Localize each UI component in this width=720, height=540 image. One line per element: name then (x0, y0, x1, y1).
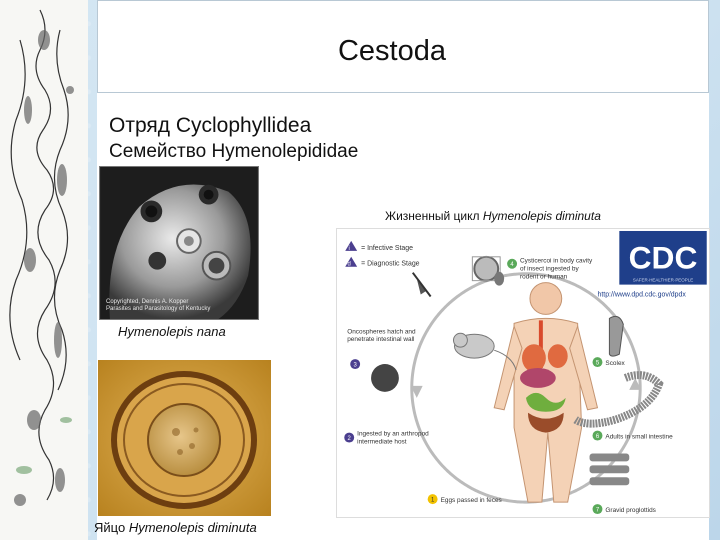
order-heading: Отряд Cyclophyllidea (109, 114, 312, 137)
egg-photo (98, 360, 271, 516)
legend-infective-text: = Infective Stage (361, 245, 413, 252)
step-5-text: Scolex (605, 360, 625, 367)
step-1-number: 1 (431, 498, 435, 504)
step-7-number: 7 (596, 508, 599, 514)
egg-microscopy-image (98, 360, 271, 516)
step-6-text: Adults in small intestine (605, 434, 673, 441)
parasite-sketches-illustration (9, 9, 74, 506)
step-7-text: Gravid proglottids (605, 507, 655, 514)
step-2-line-2: intermediate host (357, 439, 407, 446)
copyright-line-2: Parasites and Parasitology of Kentucky (106, 306, 211, 312)
copyright-line-1: Copyrighted, Dennis A. Kopper (106, 299, 189, 305)
step-3-line-2: penetrate intestinal wall (347, 336, 414, 343)
scolex-sem-photo: Copyrighted, Dennis A. Kopper Parasites … (99, 166, 259, 320)
legend-diagnostic-text: = Diagnostic Stage (361, 261, 420, 268)
step-4-line-3: rodent or human (520, 274, 568, 281)
step-2: 2 Ingested by an arthropod intermediate … (344, 431, 429, 446)
egg-caption: Яйцо Hymenolepis diminuta (94, 520, 257, 535)
step-5-number: 5 (596, 361, 600, 367)
step-4-number: 4 (510, 262, 514, 268)
scolex-illustration (608, 315, 624, 357)
step-6: 6 Adults in small intestine (592, 430, 673, 441)
slide-title: Cestoda (337, 35, 446, 67)
decorative-illustration-strip (0, 0, 88, 540)
cdc-logo-text: CDC (629, 240, 698, 276)
step-3-line-1: Oncospheres hatch and (347, 328, 416, 335)
scolex-caption: Hymenolepis nana (118, 324, 226, 339)
step-1-text: Eggs passed in feces (441, 497, 502, 504)
step-4-line-1: Cysticercoi in body cavity (520, 258, 593, 265)
lifecycle-diagram: i = Infective Stage d = Diagnostic Stage… (336, 228, 710, 518)
gravid-proglottids-illustration (589, 453, 630, 486)
oncosphere-egg-illustration (371, 364, 399, 392)
cdc-logo-subtitle: SAFER·HEALTHIER·PEOPLE (633, 278, 693, 283)
photo-copyright: Copyrighted, Dennis A. Kopper Parasites … (106, 299, 210, 313)
cycle-arrow-2 (410, 385, 423, 398)
step-6-number: 6 (596, 434, 600, 440)
step-4: 4 Cysticercoi in body cavity of insect i… (507, 258, 593, 281)
lifecycle-diagram-svg: i = Infective Stage d = Diagnostic Stage… (344, 230, 707, 514)
cysticercoid-illustration (494, 271, 505, 286)
lifecycle-title-species: Hymenolepis diminuta (482, 209, 601, 223)
legend-d-label: d (348, 262, 351, 268)
rodent-illustration (452, 332, 517, 371)
step-7: 7 Gravid proglottids (592, 504, 656, 514)
step-1: 1 Eggs passed in feces (427, 494, 502, 504)
scolex-sem-image (100, 167, 258, 319)
cycle-arrow (629, 377, 642, 390)
legend-diagnostic: d = Diagnostic Stage (345, 256, 420, 268)
human-figure-illustration (493, 282, 599, 503)
lifecycle-title: Жизненный цикл Hymenolepis diminuta (385, 209, 601, 223)
step-2-number: 2 (348, 436, 351, 442)
cdc-logo: CDC SAFER·HEALTHIER·PEOPLE (619, 230, 707, 285)
family-heading: Семейство Hymenolepididae (109, 141, 359, 162)
title-box: Cestoda (97, 0, 709, 93)
step-2-line-1: Ingested by an arthropod (357, 431, 429, 438)
step-4-line-2: of insect ingested by (520, 266, 579, 273)
legend-i-label: i (349, 246, 350, 252)
legend-infective: i = Infective Stage (345, 240, 413, 252)
step-3: 3 Oncospheres hatch and penetrate intest… (347, 328, 416, 370)
step-5: 5 Scolex (592, 357, 626, 367)
insect-illustration (411, 272, 432, 298)
cdc-url: http://www.dpd.cdc.gov/dpdx (597, 292, 686, 299)
step-3-number: 3 (354, 363, 358, 369)
egg-caption-prefix: Яйцо (94, 520, 126, 535)
egg-stage-illustration (471, 255, 501, 282)
adult-worm-illustration (573, 371, 664, 428)
lifecycle-title-prefix: Жизненный цикл (385, 209, 480, 223)
egg-caption-species: Hymenolepis diminuta (128, 520, 257, 535)
